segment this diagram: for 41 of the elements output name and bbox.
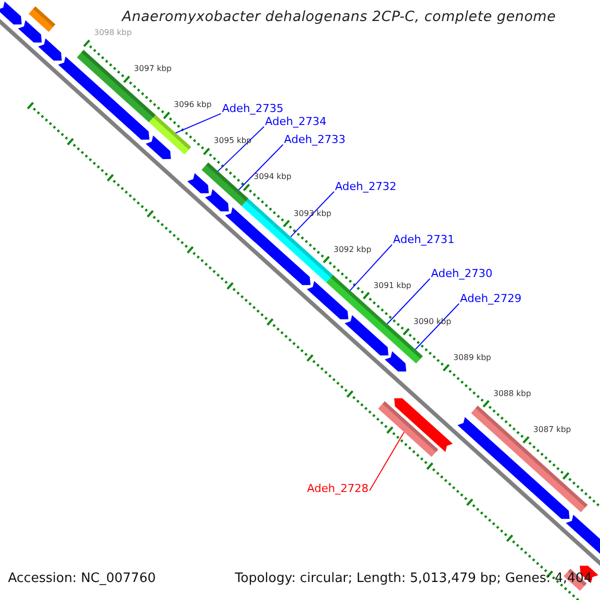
gene-label: Adeh_2729 bbox=[460, 293, 522, 306]
leader-line bbox=[217, 126, 264, 172]
scale-label: 3093 kbp bbox=[294, 208, 332, 218]
gene-feature bbox=[146, 136, 171, 160]
gene-feature bbox=[384, 351, 406, 372]
gene-label: Adeh_2730 bbox=[431, 268, 493, 281]
leader-line bbox=[369, 432, 405, 492]
gene-feature bbox=[187, 173, 209, 194]
leader-line bbox=[350, 244, 392, 291]
feature-bar bbox=[202, 162, 248, 206]
gene-feature bbox=[458, 416, 570, 519]
gene-feature bbox=[394, 398, 453, 452]
gene-label: Adeh_2734 bbox=[265, 116, 327, 129]
leader-line bbox=[290, 191, 334, 238]
scale-label: 3098 kbp bbox=[94, 28, 132, 38]
gene-feature bbox=[18, 20, 42, 43]
leader-line bbox=[175, 113, 222, 134]
leader-line bbox=[238, 144, 284, 190]
accession-note: Accession: NC_007760 bbox=[8, 572, 156, 587]
gene-feature bbox=[566, 514, 600, 556]
scale-label: 3097 kbp bbox=[134, 64, 172, 74]
scale-label: 3089 kbp bbox=[453, 352, 492, 362]
gene-feature bbox=[306, 280, 348, 320]
gene-feature bbox=[38, 38, 62, 61]
gene-label: Adeh_2732 bbox=[335, 181, 397, 194]
title: Anaeromyxobacter dehalogenans 2CP-C, complete genome bbox=[122, 9, 556, 26]
gene-feature bbox=[205, 189, 229, 212]
gene-feature bbox=[0, 2, 22, 24]
genome-stats: Topology: circular; Length: 5,013,479 bp; Genes: 4,404 bbox=[234, 572, 592, 587]
scale-label: 3096 kbp bbox=[174, 100, 212, 110]
gene-label: Adeh_2733 bbox=[284, 134, 346, 147]
gene-label: Adeh_2731 bbox=[393, 234, 455, 247]
gene-label: Adeh_2728 bbox=[307, 483, 369, 496]
scale-label: 3087 kbp bbox=[533, 424, 571, 434]
scale-label: 3091 kbp bbox=[374, 280, 412, 290]
leader-line bbox=[386, 278, 430, 324]
leader-line bbox=[414, 303, 460, 350]
scale-label: 3088 kbp bbox=[493, 388, 532, 398]
gene-label: Adeh_2735 bbox=[222, 103, 284, 116]
scale-label: 3092 kbp bbox=[334, 244, 372, 254]
scale-label: 3094 kbp bbox=[254, 172, 292, 182]
